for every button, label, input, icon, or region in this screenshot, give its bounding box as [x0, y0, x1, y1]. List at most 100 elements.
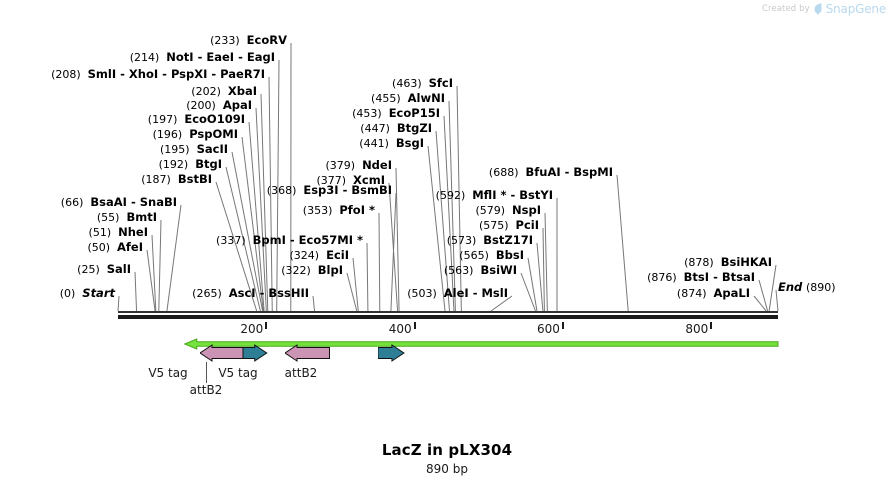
enzyme-name-separator: - — [234, 50, 247, 64]
enzyme-name: PfoI * — [339, 203, 375, 217]
enzyme-label-ecorv[interactable]: (233) EcoRV — [210, 34, 287, 47]
end-label-text: End — [778, 280, 803, 294]
enzyme-label-btgzi[interactable]: (447) BtgZI — [360, 122, 432, 135]
enzyme-label-alwni[interactable]: (455) AlwNI — [371, 92, 445, 105]
feature-arrow-v5-tag[interactable] — [284, 344, 332, 362]
enzyme-position: (379) — [325, 159, 363, 172]
enzyme-position: (337) — [216, 234, 253, 247]
enzyme-name: MslI — [481, 286, 508, 300]
enzyme-name: Eco57MI * — [298, 233, 363, 247]
feature-label-connector — [206, 362, 207, 383]
enzyme-name: Start — [82, 286, 115, 300]
enzyme-label-ecop15i[interactable]: (453) EcoP15I — [352, 107, 440, 120]
enzyme-name: BtsaI — [721, 270, 755, 284]
enzyme-label-apali[interactable]: (874) ApaLI — [677, 287, 750, 300]
snapgene-watermark: Created by SnapGene — [762, 2, 886, 16]
enzyme-label-pspomi[interactable]: (196) PspOMI — [153, 128, 238, 141]
orf-green-arrow[interactable] — [0, 336, 894, 352]
enzyme-label-asci[interactable]: (265) AscI - BssHII — [192, 287, 309, 300]
enzyme-name: EciI — [326, 248, 349, 262]
enzyme-label-sfci[interactable]: (463) SfcI — [392, 77, 453, 90]
snapgene-leaf-icon — [814, 3, 822, 15]
enzyme-label-start[interactable]: (0) Start — [60, 287, 115, 300]
enzyme-label-blpi[interactable]: (322) BlpI — [281, 264, 343, 277]
feature-label-attb2[interactable]: attB2 — [189, 383, 223, 397]
enzyme-position: (579) — [475, 204, 513, 217]
enzyme-position: (447) — [360, 122, 397, 135]
enzyme-label-pcii[interactable]: (575) PciI — [479, 219, 539, 232]
feature-label-v5-tag[interactable]: V5 tag — [148, 366, 188, 380]
feature-arrow-attb2[interactable] — [377, 344, 406, 362]
enzyme-name: SnaBI — [139, 195, 177, 209]
enzyme-label-esp3i[interactable]: (368) Esp3I - BsmBI — [267, 184, 392, 197]
enzyme-label-ecoo109i[interactable]: (197) EcoO109I — [148, 113, 245, 126]
enzyme-name: BmtI — [126, 210, 157, 224]
orf-arrow-shape[interactable] — [183, 338, 779, 350]
enzyme-position: (51) — [88, 226, 119, 239]
ruler-tick-600 — [561, 322, 564, 329]
enzyme-label-noti[interactable]: (214) NotI - EaeI - EagI — [130, 51, 275, 64]
enzyme-label-bstbi[interactable]: (187) BstBI — [141, 173, 212, 186]
enzyme-name: BsaAI — [90, 195, 127, 209]
enzyme-name: BsiWI — [480, 263, 517, 277]
enzyme-label-nhei[interactable]: (51) NheI — [89, 226, 148, 239]
enzyme-name: NheI — [118, 225, 148, 239]
enzyme-position: (876) — [647, 271, 684, 284]
enzyme-label-pfoi[interactable]: (353) PfoI * — [303, 204, 375, 217]
enzyme-label-sacii[interactable]: (195) SacII — [160, 143, 228, 156]
enzyme-name-separator: - — [285, 233, 299, 247]
feature-arrow-v5-tag[interactable] — [199, 344, 246, 362]
enzyme-position: (208) — [51, 68, 88, 81]
enzyme-label-alei[interactable]: (503) AleI - MslI — [407, 287, 508, 300]
enzyme-label-bmti[interactable]: (55) BmtI — [97, 211, 157, 224]
enzyme-label-bstz17i[interactable]: (573) BstZ17I — [447, 234, 533, 247]
sequence-backbone-thin-line — [118, 311, 778, 313]
feature-arrow-attb2[interactable] — [242, 344, 269, 362]
enzyme-position: (573) — [446, 234, 484, 247]
enzyme-label-bpmi[interactable]: (337) BpmI - Eco57MI * — [216, 234, 363, 247]
enzyme-label-smli[interactable]: (208) SmlI - XhoI - PspXI - PaeR7I — [51, 68, 265, 81]
enzyme-label-bsgi[interactable]: (441) BsgI — [359, 137, 424, 150]
enzyme-position: (195) — [160, 143, 197, 156]
enzyme-position: (55) — [96, 211, 127, 224]
enzyme-label-layer: (233) EcoRV (214) NotI - EaeI - EagI (208)… — [51, 34, 772, 300]
enzyme-label-nspi[interactable]: (579) NspI — [475, 204, 541, 217]
enzyme-label-mfli[interactable]: (592) MflI * - BstYI — [436, 189, 553, 202]
ruler-tick-200 — [265, 322, 268, 329]
enzyme-position: (441) — [359, 137, 396, 150]
enzyme-name: PspOMI — [189, 127, 238, 141]
enzyme-position: (455) — [371, 92, 408, 105]
enzyme-name: BstBI — [177, 172, 212, 186]
enzyme-label-bbsi[interactable]: (565) BbsI — [459, 249, 524, 262]
enzyme-name: MflI * — [472, 188, 507, 202]
enzyme-name: BsmBI — [351, 183, 392, 197]
enzyme-label-xcmi[interactable]: (377) XcmI — [316, 174, 385, 187]
enzyme-label-bfuai[interactable]: (688) BfuAI - BspMI — [489, 166, 613, 179]
enzyme-label-afei[interactable]: (50) AfeI — [87, 241, 143, 254]
enzyme-name: SfcI — [428, 76, 453, 90]
enzyme-name: BstYI — [519, 188, 553, 202]
enzyme-label-bsiwi[interactable]: (563) BsiWI — [444, 264, 517, 277]
enzyme-label-xbai[interactable]: (202) XbaI — [191, 85, 257, 98]
sequence-end-label: End (890) — [778, 281, 836, 294]
enzyme-name: BssHII — [268, 286, 309, 300]
end-label-position: (890) — [805, 281, 836, 294]
feature-label-attb2[interactable]: attB2 — [284, 366, 318, 380]
enzyme-name-separator: - — [255, 286, 269, 300]
enzyme-label-apai[interactable]: (200) ApaI — [186, 99, 252, 112]
enzyme-name: NspI — [512, 203, 541, 217]
enzyme-label-ndei[interactable]: (379) NdeI — [325, 159, 392, 172]
enzyme-label-bsihkai[interactable]: (878) BsiHKAI — [684, 256, 772, 269]
enzyme-label-sali[interactable]: (25) SalI — [77, 263, 131, 276]
enzyme-label-ecii[interactable]: (324) EciI — [290, 249, 349, 262]
enzyme-label-btsi[interactable]: (876) BtsI - BtsaI — [647, 271, 755, 284]
enzyme-label-btgi[interactable]: (192) BtgI — [159, 158, 222, 171]
enzyme-position: (503) — [407, 287, 444, 300]
enzyme-label-bsaai[interactable]: (66) BsaAI - SnaBI — [61, 196, 177, 209]
feature-label-v5-tag[interactable]: V5 tag — [218, 366, 258, 380]
enzyme-name: BtgZI — [396, 121, 432, 135]
enzyme-name: BsiHKAI — [720, 255, 772, 269]
enzyme-name-separator: - — [709, 270, 722, 284]
enzyme-position: (353) — [302, 204, 340, 217]
